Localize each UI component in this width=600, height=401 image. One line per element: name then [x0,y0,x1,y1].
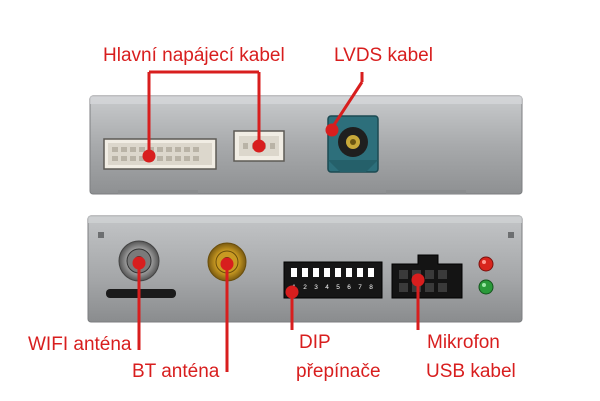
status-leds [478,256,494,295]
dip-label-line1: DIP [299,332,331,353]
dip-number: 8 [369,284,373,291]
device-front-panel [89,95,523,195]
dip-number: 5 [336,284,340,291]
red-led [478,256,494,272]
bt-label: BT anténa [132,361,220,382]
dip-number: 3 [314,284,318,291]
green-led [478,279,494,295]
usb-label: USB kabel [426,361,516,382]
wifi-label: WIFI anténa [28,334,132,355]
dip-number: 6 [347,284,351,291]
dip-number: 4 [325,284,329,291]
device-rear-panel: 1 2 3 4 5 6 7 8 [87,215,523,323]
main-power-connector [103,138,217,170]
main-power-label: Hlavní napájecí kabel [103,45,285,66]
mic-label: Mikrofon [427,332,500,353]
callout-lines [132,70,425,372]
dip-switch: 1 2 3 4 5 6 7 8 [283,261,383,299]
dip-number: 2 [303,284,307,291]
dip-number: 7 [358,284,362,291]
lvds-connector [327,115,379,173]
lvds-label: LVDS kabel [334,45,433,66]
dip-label-line2: přepínače [296,361,381,382]
